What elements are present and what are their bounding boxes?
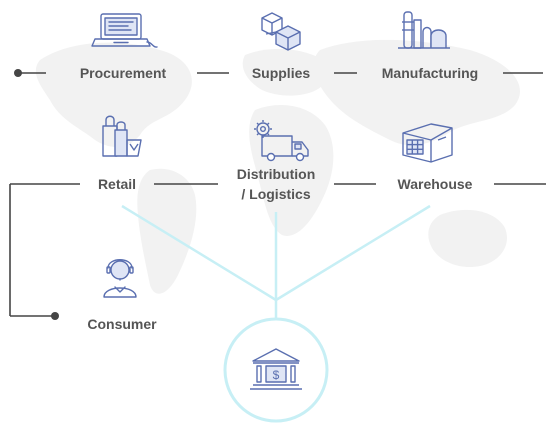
factory-icon [398,11,450,49]
delivery-truck-icon [254,120,309,162]
laptop-icon [91,13,158,48]
bank-icon: $ [250,348,302,390]
warehouse-label: Warehouse [397,176,473,192]
distribution-label-line1: Distribution [236,166,316,182]
svg-text:$: $ [273,368,280,382]
world-map-background [35,39,520,294]
start-dot [14,69,22,77]
shopping-bags-icon [102,115,142,157]
manufacturing-label: Manufacturing [381,65,479,81]
procurement-label: Procurement [79,65,167,81]
boxes-icon [261,12,301,51]
connector-lines [9,72,546,317]
end-dot [51,312,59,320]
supplies-label: Supplies [251,65,311,81]
consumer-label: Consumer [87,316,157,332]
warehouse-icon [402,123,453,163]
retail-label: Retail [97,176,137,192]
distribution-label-line2: / Logistics [241,186,311,202]
funnel-lines [121,204,431,318]
person-icon [103,259,137,298]
